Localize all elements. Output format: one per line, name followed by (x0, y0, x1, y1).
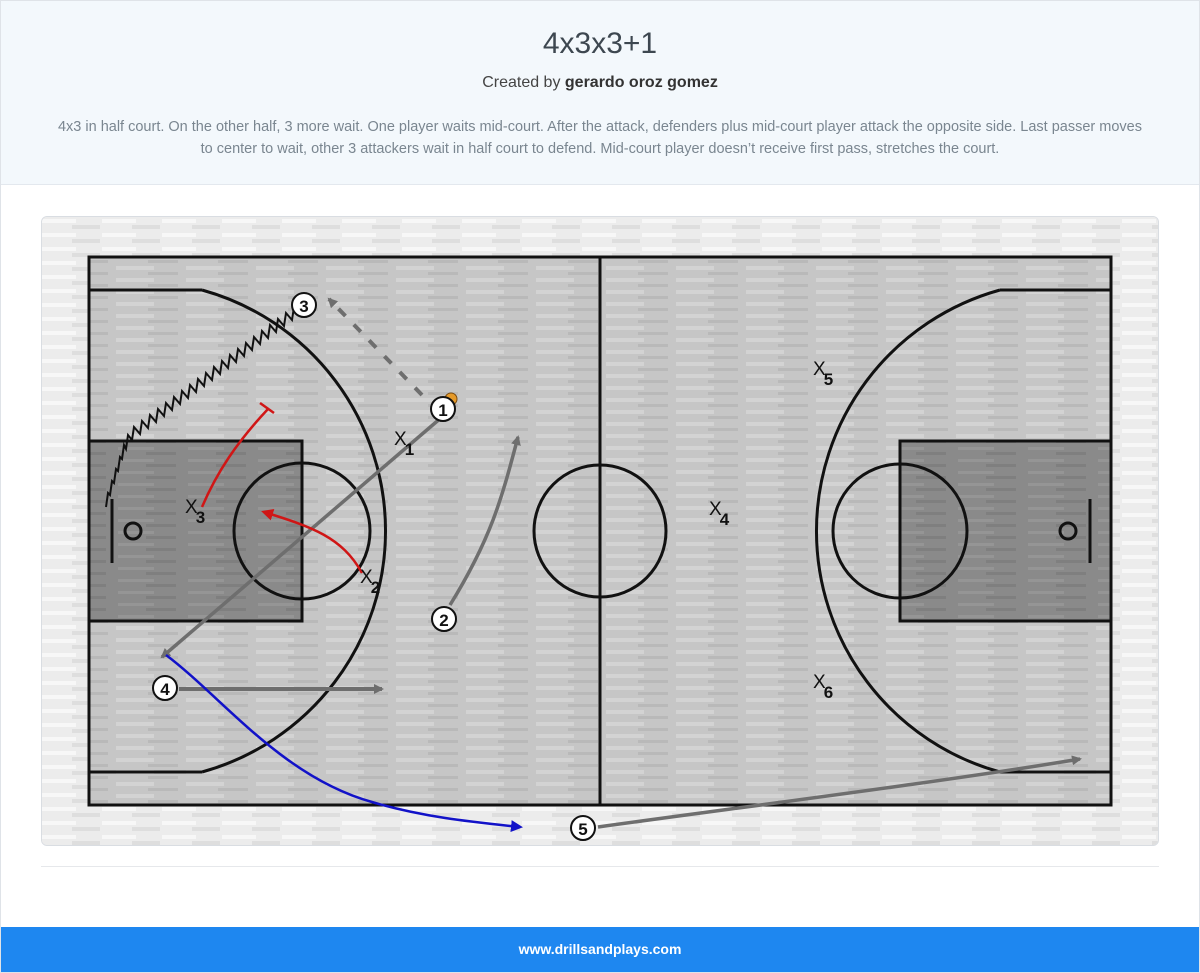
defender-x2: X2 (360, 567, 380, 597)
left-three-point-arc (201, 288, 388, 774)
offense-player-1: 1 (430, 396, 456, 422)
offense-player-5: 5 (570, 815, 596, 841)
content-divider (41, 866, 1159, 867)
move-5-long (597, 755, 1082, 829)
left-lane (87, 439, 304, 623)
offense-label-2: 2 (439, 611, 448, 630)
drill-header: 4x3x3+1 Created by gerardo oroz gomez 4x… (1, 1, 1199, 185)
court-svg: 1 2 3 4 5 X1 X2 X3 X4 X (42, 217, 1158, 845)
right-free-throw-circle (831, 462, 969, 600)
right-paint (900, 441, 1111, 621)
x3-screen-bar (259, 401, 275, 415)
offense-player-2: 2 (431, 606, 457, 632)
left-paint (89, 441, 302, 621)
offense-label-4: 4 (160, 680, 170, 699)
x3-move (200, 408, 269, 508)
offense-player-4: 4 (152, 675, 178, 701)
offense-label-1: 1 (438, 401, 447, 420)
drill-title: 4x3x3+1 (542, 27, 658, 60)
right-three-point-arc (814, 288, 1001, 774)
footer-site-link[interactable]: www.drillsandplays.com (518, 941, 682, 957)
cut-2-up (448, 435, 521, 606)
created-by-label: Created by (482, 74, 561, 91)
court-diagram: 1 2 3 4 5 X1 X2 X3 X4 X (41, 216, 1159, 846)
site-footer[interactable]: www.drillsandplays.com (1, 927, 1199, 972)
defender-x3: X3 (185, 497, 205, 527)
court-lines (87, 255, 1113, 807)
pass-1-to-3 (327, 297, 424, 397)
cut-1-to-corner (160, 415, 444, 659)
offense-player-3: 3 (291, 292, 317, 318)
author-line: Created by gerardo oroz gomez (1, 74, 1199, 92)
offense-label-3: 3 (299, 297, 308, 316)
defender-x4: X4 (709, 499, 730, 529)
right-rim (1058, 521, 1078, 541)
play-actions (105, 297, 1082, 833)
offense-players: 1 2 3 4 5 (152, 292, 596, 841)
left-free-throw-circle (232, 461, 372, 601)
x2-move (261, 508, 364, 574)
dribble-3-to-basket (105, 304, 301, 508)
author-name: gerardo oroz gomez (564, 74, 718, 91)
defender-x5: X5 (813, 359, 833, 389)
left-rim (123, 521, 143, 541)
defender-x6: X6 (813, 672, 833, 702)
offense-label-5: 5 (578, 820, 587, 839)
defense-players: X1 X2 X3 X4 X5 X6 (185, 359, 833, 702)
drill-description: 4x3 in half court. On the other half, 3 … (57, 119, 1142, 157)
defender-x1: X1 (394, 429, 414, 459)
blue-cut (165, 654, 523, 833)
center-circle (532, 463, 668, 599)
right-lane (898, 439, 1113, 623)
